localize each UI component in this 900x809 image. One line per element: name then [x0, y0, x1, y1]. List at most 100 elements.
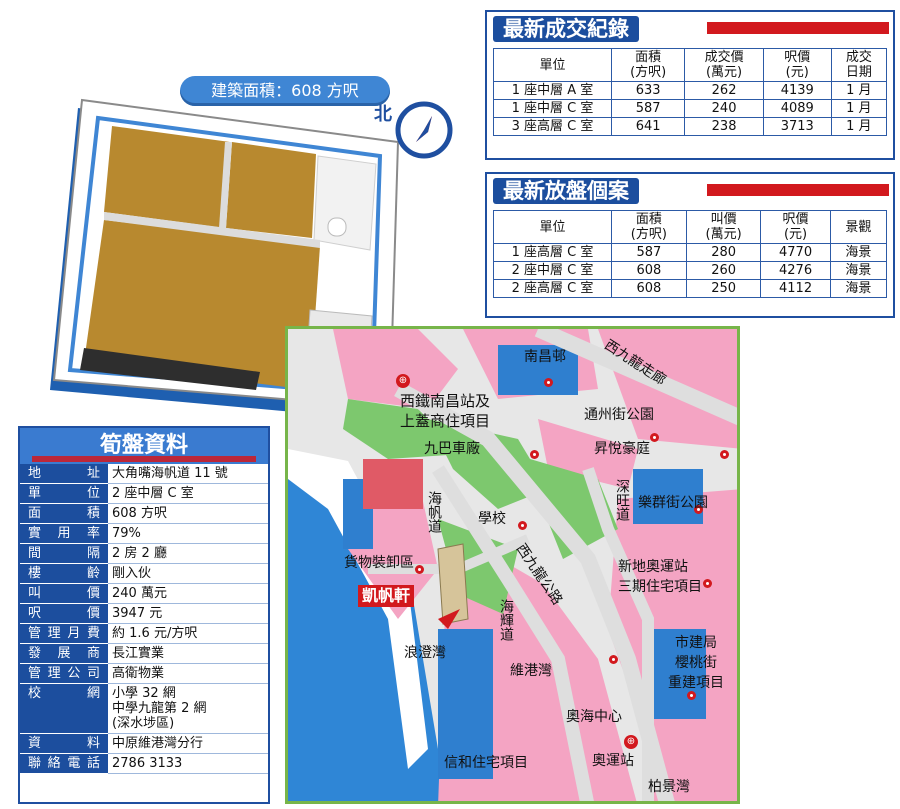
fact-value: 剛入伙	[108, 563, 268, 584]
map-label-cargo-area: 貨物裝卸區	[344, 555, 414, 571]
mtr-station-icon: ⊕	[624, 735, 638, 749]
cell: 250	[685, 279, 762, 298]
new-listings-table: 單位 面積 (方呎) 叫價 (萬元) 呎價 (元) 景觀 1 座高層 C 室 5…	[493, 210, 888, 298]
fact-value: 240 萬元	[108, 583, 268, 604]
cell: 2 座高層 C 室	[493, 279, 612, 298]
map-label-sham-mong-road: 深旺道	[614, 479, 630, 521]
fact-row: 樓齡剛入伙	[20, 563, 268, 584]
fact-row: 地址大角嘴海帆道 11 號	[20, 464, 268, 484]
fact-key: 聯絡電話	[20, 753, 108, 774]
map-label-sino-project: 信和住宅項目	[444, 755, 528, 771]
table-row: 1 座高層 C 室 587 280 4770 海景	[493, 243, 888, 262]
map-pin-icon	[687, 691, 697, 700]
fact-key: 管理月費	[20, 623, 108, 644]
cell: 3713	[762, 117, 832, 136]
recent-transactions-panel: 最新成交紀錄 單位 面積 (方呎) 成交價 (萬元) 呎價 (元) 成交 日期 …	[485, 10, 895, 160]
map-label-lok-kwan-park: 樂群街公園	[638, 495, 708, 511]
cell: 4770	[760, 243, 831, 262]
fact-value: 大角嘴海帆道 11 號	[108, 464, 268, 484]
fact-value: 約 1.6 元/方呎	[108, 623, 268, 644]
property-facts-title: 筍盤資料	[20, 428, 268, 464]
cell: 633	[610, 81, 686, 100]
cell: 238	[684, 117, 764, 136]
cell: 海景	[829, 279, 888, 298]
table-row: 2 座中層 C 室 608 260 4276 海景	[493, 261, 888, 280]
cell: 262	[684, 81, 764, 100]
table-row: 3 座高層 C 室 641 238 3713 1 月	[493, 117, 888, 136]
fact-row: 管理月費約 1.6 元/方呎	[20, 623, 268, 644]
fact-key: 校網	[20, 683, 108, 734]
map-label-kmb-depot: 九巴車廠	[424, 441, 480, 457]
map-label-nam-cheong-station: 西鐵南昌站及 上蓋商住項目	[400, 392, 491, 430]
fact-value: 2 座中層 C 室	[108, 483, 268, 504]
map-pin-icon	[518, 521, 528, 530]
map-label-tung-chau-park: 通州街公園	[584, 407, 654, 423]
cell: 1 座中層 A 室	[493, 81, 612, 100]
map-pin-icon	[530, 450, 540, 459]
fact-value: 高衛物業	[108, 663, 268, 684]
cell: 4089	[762, 99, 832, 118]
map-label-olympian-city: 奧海中心	[566, 709, 622, 725]
cell: 1 月	[830, 99, 888, 118]
col-unit: 單位	[493, 48, 612, 82]
cell: 1 座高層 C 室	[493, 243, 612, 262]
fact-key: 間隔	[20, 543, 108, 564]
map-label-harbour-green: 昇悅豪庭	[594, 441, 650, 457]
north-icon: 北	[374, 104, 392, 125]
mtr-station-icon: ⊕	[396, 374, 410, 388]
fact-key: 叫價	[20, 583, 108, 604]
map-base	[288, 329, 737, 801]
map-label-olympic-station: 奧運站	[592, 753, 634, 769]
col-psf: 呎價 (元)	[760, 210, 831, 244]
map-label-hoi-fan-road: 海帆道	[426, 491, 442, 533]
cell: 280	[685, 243, 762, 262]
fact-key: 管理公司	[20, 663, 108, 684]
cell: 海景	[829, 261, 888, 280]
map-pin-icon	[650, 433, 660, 442]
table-row: 1 座中層 A 室 633 262 4139 1 月	[493, 81, 888, 100]
cell: 3 座高層 C 室	[493, 117, 612, 136]
col-unit: 單位	[493, 210, 612, 244]
location-map: 南昌邨 西九龍走廊 西鐵南昌站及 上蓋商住項目 ⊕ 通州街公園 九巴車廠 昇悅豪…	[285, 326, 740, 804]
cell: 2 座中層 C 室	[493, 261, 612, 280]
col-asking: 叫價 (萬元)	[685, 210, 762, 244]
col-view: 景觀	[829, 210, 888, 244]
col-area: 面積 (方呎)	[610, 48, 686, 82]
cell: 4139	[762, 81, 832, 100]
cell: 1 月	[830, 81, 888, 100]
col-area: 面積 (方呎)	[611, 210, 687, 244]
cell: 1 月	[830, 117, 888, 136]
col-date: 成交 日期	[830, 48, 888, 82]
table-row: 1 座中層 C 室 587 240 4089 1 月	[493, 99, 888, 118]
recent-transactions-table: 單位 面積 (方呎) 成交價 (萬元) 呎價 (元) 成交 日期 1 座中層 A…	[493, 48, 888, 136]
col-psf: 呎價 (元)	[762, 48, 832, 82]
map-label-school: 學校	[478, 511, 506, 527]
map-label-shkp-olympic: 新地奧運站 三期住宅項目	[618, 559, 702, 595]
cell: 260	[685, 261, 762, 280]
table-row: 2 座高層 C 室 608 250 4112 海景	[493, 279, 888, 298]
fact-value: 2 房 2 廳	[108, 543, 268, 564]
recent-transactions-title: 最新成交紀錄	[493, 16, 639, 42]
fact-row: 管理公司高衛物業	[20, 663, 268, 684]
cell: 608	[611, 279, 687, 298]
fact-key: 實用率	[20, 523, 108, 544]
fact-row: 校網小學 32 網 中學九龍第 2 網 (深水埗區)	[20, 683, 268, 734]
fact-row: 發展商長江實業	[20, 643, 268, 664]
map-pin-icon	[608, 655, 618, 664]
fact-key: 發展商	[20, 643, 108, 664]
fact-value: 608 方呎	[108, 503, 268, 524]
map-label-nam-cheong-estate: 南昌邨	[524, 349, 566, 365]
cell: 608	[611, 261, 687, 280]
map-label-hoi-wang-road: 海輝道	[498, 599, 514, 641]
fact-value: 小學 32 網 中學九龍第 2 網 (深水埗區)	[108, 683, 268, 734]
col-price: 成交價 (萬元)	[684, 48, 764, 82]
fact-key: 資料	[20, 733, 108, 754]
cell: 4276	[760, 261, 831, 280]
cell: 587	[611, 243, 687, 262]
fact-key: 樓齡	[20, 563, 108, 584]
